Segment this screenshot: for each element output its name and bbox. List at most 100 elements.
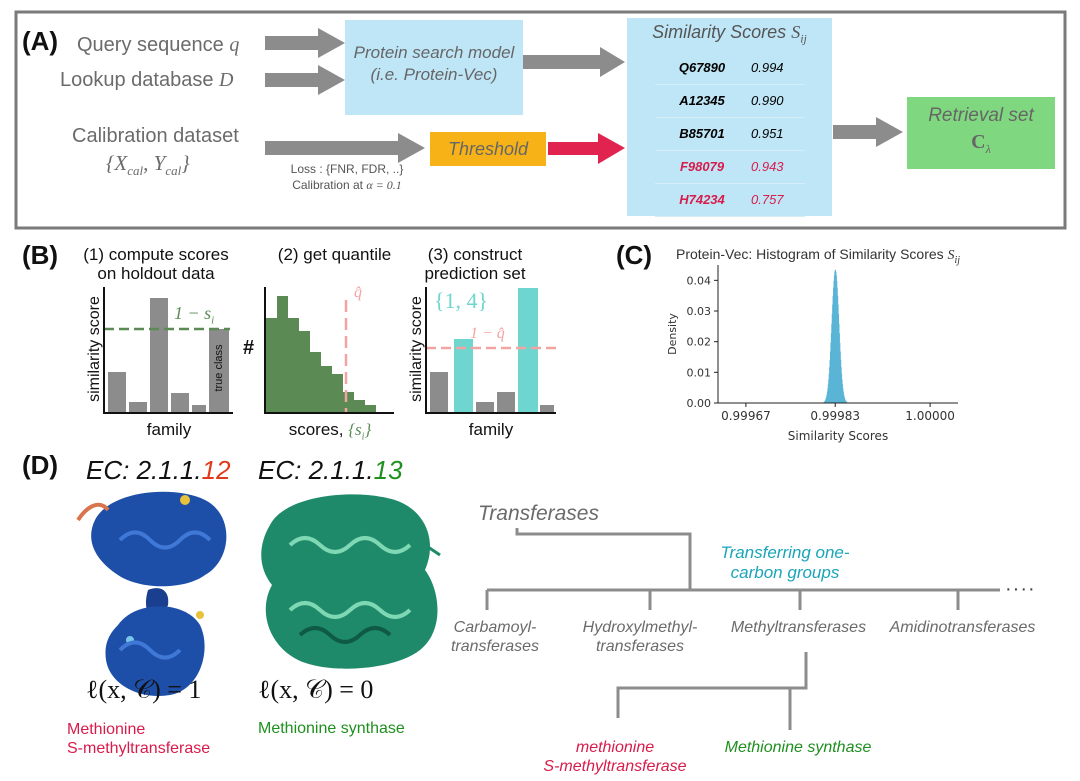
score-id: H74234 [679, 192, 725, 207]
histogram-bar [834, 269, 836, 403]
x-label-1: family [146, 420, 192, 439]
histogram-bar [844, 398, 846, 403]
hist-bar-10 [365, 405, 376, 413]
retrieval-symbol-c: C [971, 131, 986, 153]
threshold-box: Threshold [430, 132, 546, 166]
tree-leaf-2-line-1: Hydroxylmethyl- [582, 619, 698, 636]
scores-title-text: Similarity Scores [652, 22, 787, 42]
score-id: F98079 [679, 159, 725, 174]
histogram-title-sub: ij [954, 254, 961, 266]
protein-search-model-box: Protein search model (i.e. Protein-Vec) [345, 20, 523, 115]
model-line-1: Protein search model [353, 43, 515, 62]
histogram-x-tick-label: 1.00000 [905, 409, 955, 423]
score-id: A12345 [679, 93, 725, 108]
score-value: 0.943 [751, 159, 784, 174]
score-row: B85701 0.951 [655, 117, 805, 151]
histogram-bar [844, 399, 846, 403]
panel-a-frame [14, 10, 1067, 230]
subplot-2 [264, 287, 394, 414]
tree-leaf-1: Carbamoyl- transferases [435, 618, 555, 656]
histogram-y-tick-label: 0.02 [687, 336, 712, 349]
bar-3-6 [540, 405, 554, 412]
histogram-bar [826, 391, 828, 403]
tree-root-label: Transferases [478, 502, 599, 525]
histogram-bar [845, 401, 847, 403]
calib-alpha: α = 0.1 [366, 178, 402, 192]
model-line-2: (i.e. Protein-Vec) [370, 65, 498, 84]
histogram-bar [831, 314, 833, 403]
tree-sub-leaf-1: methionine S-methyltransferase [530, 738, 700, 776]
step-3-line-2: prediction set [424, 264, 526, 283]
x-label-2-sub: i [361, 431, 365, 443]
bar-1-3 [150, 298, 168, 412]
step-3-line-1: (3) construct [427, 245, 523, 264]
subplot-3 [425, 287, 556, 414]
score-value: 0.951 [751, 126, 784, 141]
histogram-bar [834, 271, 836, 403]
score-id: B85701 [679, 126, 725, 141]
protein-structure-green [261, 494, 441, 669]
threshold-label: Threshold [447, 139, 529, 159]
step-1-line-2: on holdout data [97, 264, 215, 283]
lookup-text: Lookup database [60, 69, 214, 91]
histogram-bar [826, 394, 828, 403]
calib-sym-a: {X [106, 151, 128, 175]
bar-1-1 [108, 372, 126, 412]
retrieval-symbol: Cλ [907, 131, 1055, 157]
lookup-symbol: D [219, 69, 234, 91]
calib-sym-c: } [181, 151, 190, 175]
histogram-x-label: Similarity Scores [788, 429, 888, 443]
histogram-bar [828, 373, 830, 403]
hist-bar-2 [277, 296, 288, 413]
histogram-bar [835, 269, 837, 403]
score-id: Q67890 [678, 60, 726, 75]
histogram-bar [833, 280, 835, 403]
x-label-2-end: } [364, 420, 372, 439]
subplot-1 [103, 287, 233, 414]
calib-alpha-line: Calibration at α = 0.1 [272, 177, 422, 193]
histogram-bar [839, 351, 841, 403]
scores-title: Similarity Scores Sij [627, 22, 832, 47]
threshold-to-scores-arrow [548, 133, 625, 164]
histogram-bar [843, 396, 845, 403]
query-label: Query sequence q [77, 34, 239, 57]
tree-sub-leaf-2: Methionine synthase [724, 739, 872, 756]
prediction-set-label: {1, 4} [434, 288, 489, 313]
bar-3-3 [476, 402, 494, 412]
histogram-bar [824, 400, 826, 403]
ec-number-1: EC: 2.1.1.12 [86, 455, 231, 486]
histogram-bar [829, 367, 830, 403]
threshold-label-1-sub: i [211, 314, 215, 327]
histogram-bar [832, 295, 834, 403]
tree-leaf-3: Methyltransferases [730, 619, 867, 636]
threshold-label-1-text: 1 − s [174, 303, 212, 323]
bar-3-1 [430, 372, 448, 412]
histogram-y-tick-label: 0.00 [687, 397, 712, 410]
scores-symbol-sub: ij [800, 31, 807, 46]
histogram-bar [825, 399, 826, 403]
histogram-bar [825, 398, 827, 403]
calib-sym-sub1: cal [127, 163, 144, 179]
tree-leaf-1-line-1: Carbamoyl- [453, 619, 537, 636]
x-label-2-sym: {s [348, 420, 362, 439]
histogram-bar [840, 367, 842, 403]
retrieval-set-box: Retrieval set Cλ [907, 97, 1055, 169]
model-to-scores-arrow [522, 47, 625, 77]
calib-symbol: {Xcal, Ycal} [106, 151, 190, 179]
loss-1: ℓ(x, 𝒞) = 1 [86, 675, 202, 704]
histogram-bar [843, 391, 844, 403]
hist-bar-6 [321, 366, 332, 413]
threshold-label-1: 1 − si [174, 303, 214, 327]
loss-caption: Loss : {FNR, FDR, ..} Calibration at α =… [272, 161, 422, 193]
histogram-bar [843, 394, 845, 403]
hist-bar-8 [343, 392, 354, 413]
hist-bar-9 [354, 400, 365, 413]
score-value: 0.990 [751, 93, 784, 108]
tree-mid-label: Transferring one- carbon groups [700, 543, 870, 583]
lookup-arrow [265, 65, 345, 95]
histogram-bar [838, 323, 840, 403]
